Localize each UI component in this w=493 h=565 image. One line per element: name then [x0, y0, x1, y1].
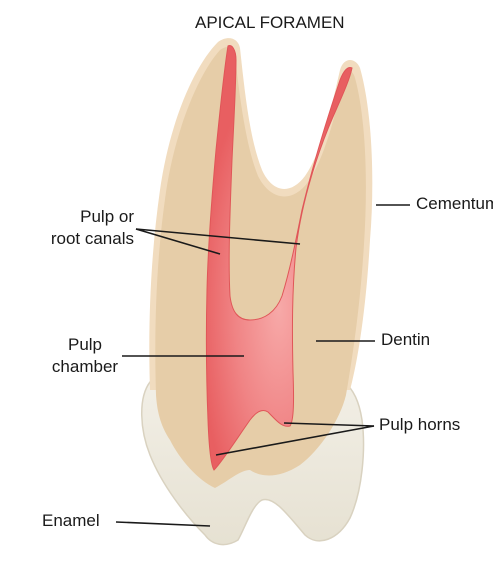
- pulp-root-canals-line2: root canals: [0, 228, 134, 250]
- pulp-horns-label: Pulp horns: [379, 414, 460, 436]
- apical-foramen-label: APICAL FORAMEN: [195, 12, 345, 34]
- pulp-chamber-line1: Pulp: [42, 334, 128, 356]
- dentin-label: Dentin: [381, 329, 430, 351]
- pulp-root-canals-label: Pulp or root canals: [0, 206, 134, 250]
- pulp-chamber-line2: chamber: [42, 356, 128, 378]
- cementum-label: Cementum: [416, 193, 493, 215]
- enamel-label: Enamel: [42, 510, 100, 532]
- pulp-chamber-label: Pulp chamber: [42, 334, 128, 378]
- pulp-root-canals-line1: Pulp or: [0, 206, 134, 228]
